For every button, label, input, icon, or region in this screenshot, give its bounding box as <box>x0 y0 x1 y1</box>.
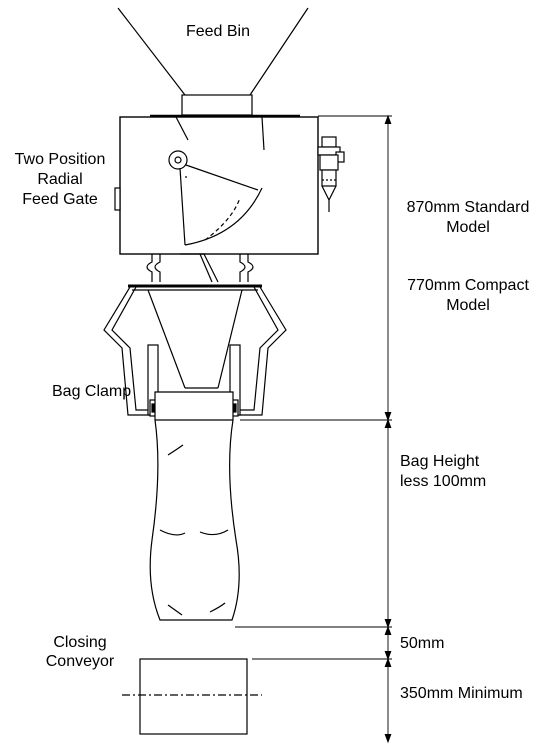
conveyor-dim-label: 350mm Minimum <box>400 685 523 702</box>
flex-connectors <box>146 253 254 283</box>
discharge-cone <box>128 284 262 389</box>
bag-height-dim-line2: less 100mm <box>400 473 487 490</box>
bag-clamp-label: Bag Clamp <box>52 383 132 400</box>
feed-bin-label: Feed Bin <box>185 23 251 40</box>
standard-model-dim-line1: 870mm Standard <box>406 199 530 216</box>
closing-conveyor-label-line1: Closing <box>53 634 107 651</box>
extension-lines <box>235 115 392 660</box>
feed-gate-label-line1: Two Position <box>14 151 106 168</box>
air-regulator <box>317 136 345 212</box>
feed-bin-hopper <box>117 7 309 116</box>
gap-dim-label: 50mm <box>400 635 445 652</box>
closing-conveyor-label-line2: Conveyor <box>45 653 115 670</box>
feed-gate-label-line3: Feed Gate <box>22 191 98 208</box>
feed-gate-label-line2: Radial <box>37 171 83 188</box>
bag <box>149 391 240 621</box>
standard-model-dim-line2: Model <box>446 219 490 236</box>
gate-housing <box>114 114 319 255</box>
radial-feed-gate <box>168 150 263 246</box>
dimension-line <box>384 114 392 744</box>
compact-model-dim-line2: Model <box>446 297 490 314</box>
closing-conveyor <box>122 658 262 735</box>
bag-height-dim-line1: Bag Height <box>400 453 480 470</box>
compact-model-dim-line1: 770mm Compact <box>407 277 529 294</box>
